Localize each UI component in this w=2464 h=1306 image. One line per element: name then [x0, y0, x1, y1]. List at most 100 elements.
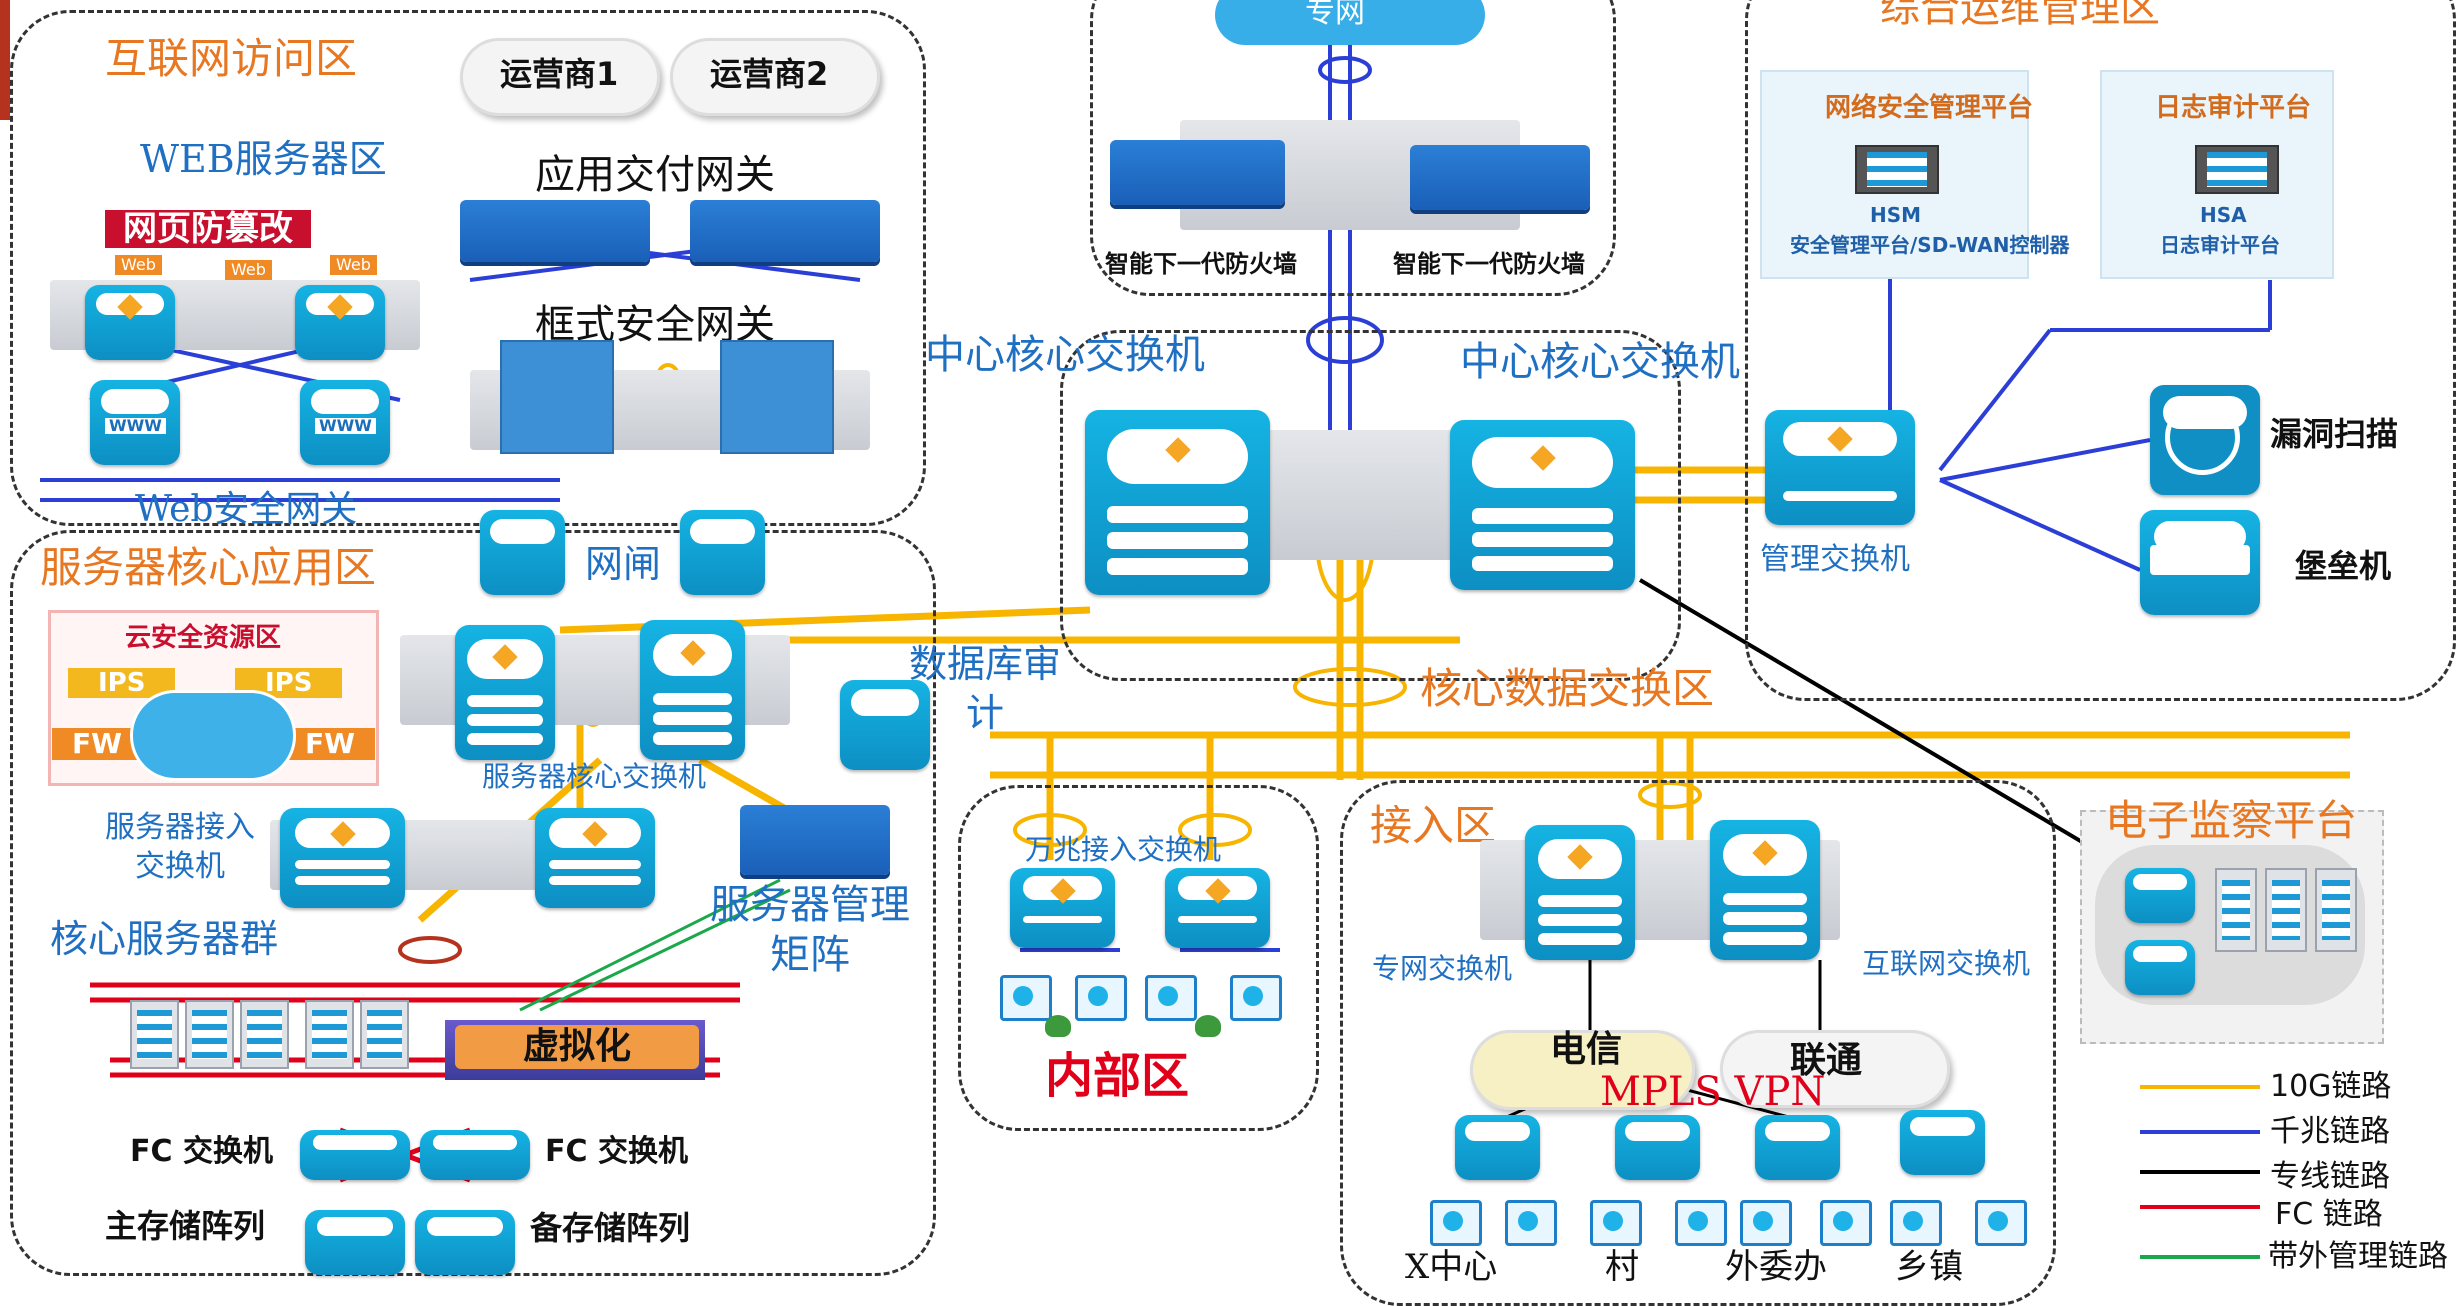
- hsm-server: [1855, 145, 1939, 194]
- zone-title-internet-access: 互联网访问区: [105, 34, 358, 83]
- center-core-switch-right: [1450, 420, 1635, 590]
- log-audit-platform-title: 日志审计平台: [2155, 93, 2312, 123]
- left-decor-bar: [0, 0, 10, 120]
- e-supervision-switch: [2125, 868, 2195, 923]
- vuln-scan-label: 漏洞扫描: [2270, 415, 2399, 453]
- hsa-desc: 日志审计平台: [2160, 233, 2280, 257]
- isp2-cloud: [670, 38, 880, 116]
- link-gigabit: [1939, 438, 2151, 482]
- chassis-sec-gw-left: [500, 340, 614, 454]
- pc-terminal: [1430, 1200, 1482, 1246]
- pc-terminal: [1975, 1200, 2027, 1246]
- link-gigabit: [1938, 328, 2052, 472]
- legend-label-fc: FC 链路: [2275, 1197, 2383, 1232]
- web-switch-left: [85, 285, 175, 360]
- server-mgmt-matrix-device: [740, 805, 890, 875]
- legend-swatch-oob: [2140, 1255, 2260, 1259]
- isp1-cloud: [460, 38, 660, 116]
- rack-server: [360, 1000, 409, 1069]
- hsa-server: [2195, 145, 2279, 194]
- server-access-switch-label: 服务器接入交换机: [105, 810, 255, 884]
- server-access-switch-right: [535, 808, 655, 908]
- pc-terminal: [1230, 975, 1282, 1021]
- bastion-inner: [2150, 545, 2250, 575]
- db-audit-label: 数据库审计: [908, 642, 1061, 736]
- legend-label-10g: 10G链路: [2270, 1069, 2392, 1104]
- web-tag-1: Web: [115, 255, 162, 275]
- pc-terminal: [1145, 975, 1197, 1021]
- fc-switch-right-label: FC 交换机: [545, 1134, 688, 1169]
- zone-internal: [958, 785, 1319, 1131]
- web-switch-right: [295, 285, 385, 360]
- zone-private-net: [1090, 0, 1616, 296]
- site-x-label: X中心: [1405, 1247, 1498, 1287]
- telecom-cloud: [1470, 1030, 1695, 1110]
- internet-switch-device: [1710, 820, 1820, 960]
- isp2-label: 运营商2: [710, 55, 829, 93]
- branch-router: [1455, 1115, 1540, 1180]
- link-gigabit: [1939, 478, 2141, 572]
- legend-swatch-dedicated: [2140, 1170, 2260, 1174]
- private-net-switch-device: [1525, 825, 1635, 960]
- private-net-cloud: [1215, 0, 1485, 45]
- chassis-sec-gw-label: 框式安全网关: [535, 302, 775, 348]
- www-label-left: WWW: [105, 418, 166, 434]
- zone-title-e-supervision: 电子监察平台: [2105, 796, 2358, 845]
- legend-label-oob: 带外管理链路: [2268, 1239, 2448, 1274]
- legend-label-gigabit: 千兆链路: [2270, 1114, 2390, 1149]
- e-supervision-server: [2265, 868, 2307, 952]
- telecom-label: 电信: [1550, 1029, 1623, 1070]
- link-oob: [539, 888, 791, 1012]
- zone-title-ops-mgmt: 综合运维管理区: [1880, 0, 2160, 31]
- branch-router: [1615, 1115, 1700, 1180]
- user-icon: [1045, 1015, 1071, 1037]
- lag-ring: [1306, 316, 1384, 364]
- e-supervision-switch: [2125, 940, 2195, 995]
- pc-terminal: [1890, 1200, 1942, 1246]
- net-sec-platform-title: 网络安全管理平台: [1825, 93, 2034, 123]
- rack-server: [185, 1000, 234, 1069]
- pc-terminal: [1505, 1200, 1557, 1246]
- backup-storage-device: [415, 1210, 515, 1275]
- fc-switch-left-label: FC 交换机: [130, 1134, 273, 1169]
- zone-title-internal: 内部区: [1045, 1048, 1190, 1104]
- server-core-switch-label: 服务器核心交换机: [482, 760, 707, 793]
- center-core-switch-left: [1085, 410, 1270, 595]
- mpls-vpn-label: MPLS VPN: [1600, 1069, 1826, 1115]
- tengig-switch-left: [1010, 868, 1115, 948]
- radar-icon: [2165, 400, 2240, 475]
- primary-storage-label: 主存储阵列: [105, 1207, 266, 1245]
- server-core-switch-right: [640, 620, 745, 760]
- pc-terminal: [1075, 975, 1127, 1021]
- center-core-right-label: 中心核心交换机: [1460, 339, 1740, 385]
- mgmt-switch-device: [1765, 410, 1915, 525]
- branch-router: [1755, 1115, 1840, 1180]
- rack-server: [240, 1000, 289, 1069]
- web-tag-3: Web: [330, 255, 377, 275]
- fw-label-left: FW: [52, 728, 143, 760]
- server-core-switch-left: [455, 625, 555, 760]
- lag-ring: [1638, 781, 1702, 809]
- isp1-label: 运营商1: [500, 55, 619, 93]
- app-delivery-gw-label: 应用交付网关: [535, 152, 775, 198]
- hsm-desc: 安全管理平台/SD-WAN控制器: [1790, 233, 2070, 257]
- chassis-sec-gw-right: [720, 340, 834, 454]
- pc-terminal: [1590, 1200, 1642, 1246]
- e-supervision-server: [2215, 868, 2257, 952]
- web-tamper-label: 网页防篡改: [105, 210, 311, 248]
- server-access-switch-left: [280, 808, 405, 908]
- gap-device-right: [680, 510, 765, 595]
- virtualization-label: 虚拟化: [455, 1025, 700, 1069]
- tengig-access-label: 万兆接入交换机: [1025, 833, 1222, 866]
- zone-title-core-data-exchange: 核心数据交换区: [1420, 664, 1715, 713]
- site-town-label: 乡镇: [1895, 1247, 1963, 1287]
- unicom-cloud: [1720, 1030, 1950, 1108]
- legend-label-dedicated: 专线链路: [2270, 1159, 2390, 1194]
- pc-terminal: [1000, 975, 1052, 1021]
- lag-ring: [1318, 56, 1372, 84]
- center-core-left-label: 中心核心交换机: [925, 332, 1205, 378]
- gap-device-left: [480, 510, 565, 595]
- lag-ring: [1178, 813, 1252, 847]
- user-icon: [1195, 1015, 1221, 1037]
